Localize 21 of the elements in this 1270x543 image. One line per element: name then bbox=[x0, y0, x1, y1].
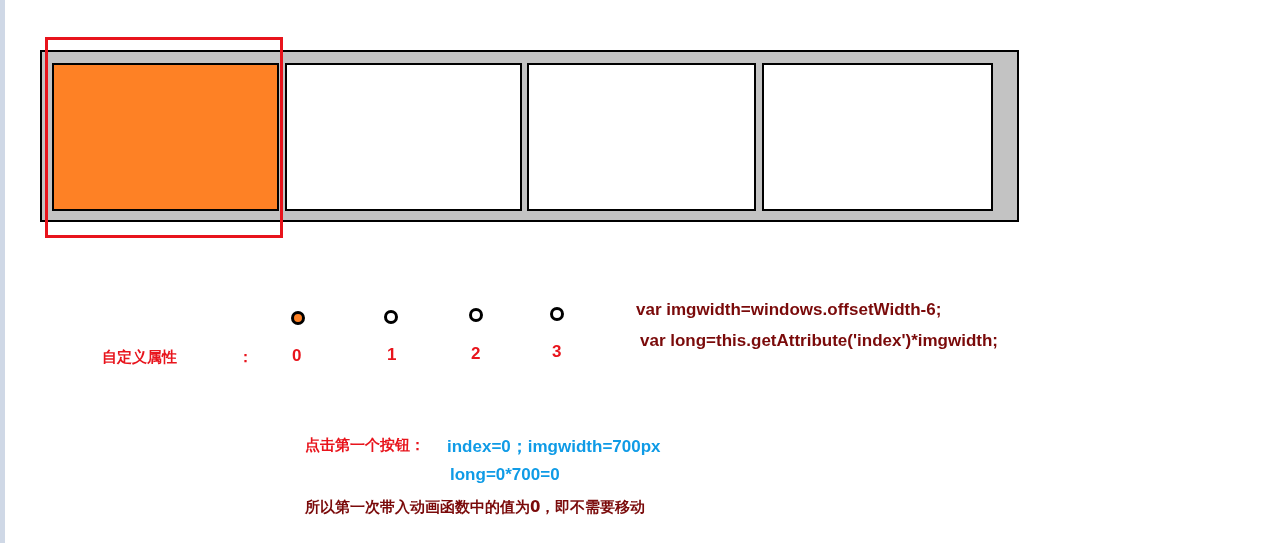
label-text: 自定义属性 bbox=[102, 348, 177, 367]
index-number: 2 bbox=[471, 344, 481, 364]
index-number: 3 bbox=[552, 342, 562, 362]
image-slide bbox=[527, 63, 756, 211]
value-text: long=0*700=0 bbox=[450, 465, 560, 485]
conclusion-text: 所以第一次带入动画函数中的值为0，即不需要移动 bbox=[305, 498, 646, 517]
image-slide bbox=[285, 63, 522, 211]
image-slide bbox=[52, 63, 279, 211]
slider-strip bbox=[40, 50, 1019, 222]
label-text: ： bbox=[238, 348, 253, 367]
radio-dot bbox=[550, 307, 564, 321]
index-number: 0 bbox=[292, 346, 302, 366]
value-text: index=0；imgwidth=700px bbox=[447, 436, 661, 458]
radio-dot bbox=[291, 311, 305, 325]
index-number: 1 bbox=[387, 345, 397, 365]
code-line: var imgwidth=windows.offsetWidth-6; bbox=[636, 300, 942, 320]
image-slide bbox=[762, 63, 993, 211]
radio-dot bbox=[384, 310, 398, 324]
radio-dot bbox=[469, 308, 483, 322]
description-text: 点击第一个按钮： bbox=[305, 436, 425, 455]
code-line: var long=this.getAttribute('index')*imgwidth; bbox=[640, 331, 998, 351]
